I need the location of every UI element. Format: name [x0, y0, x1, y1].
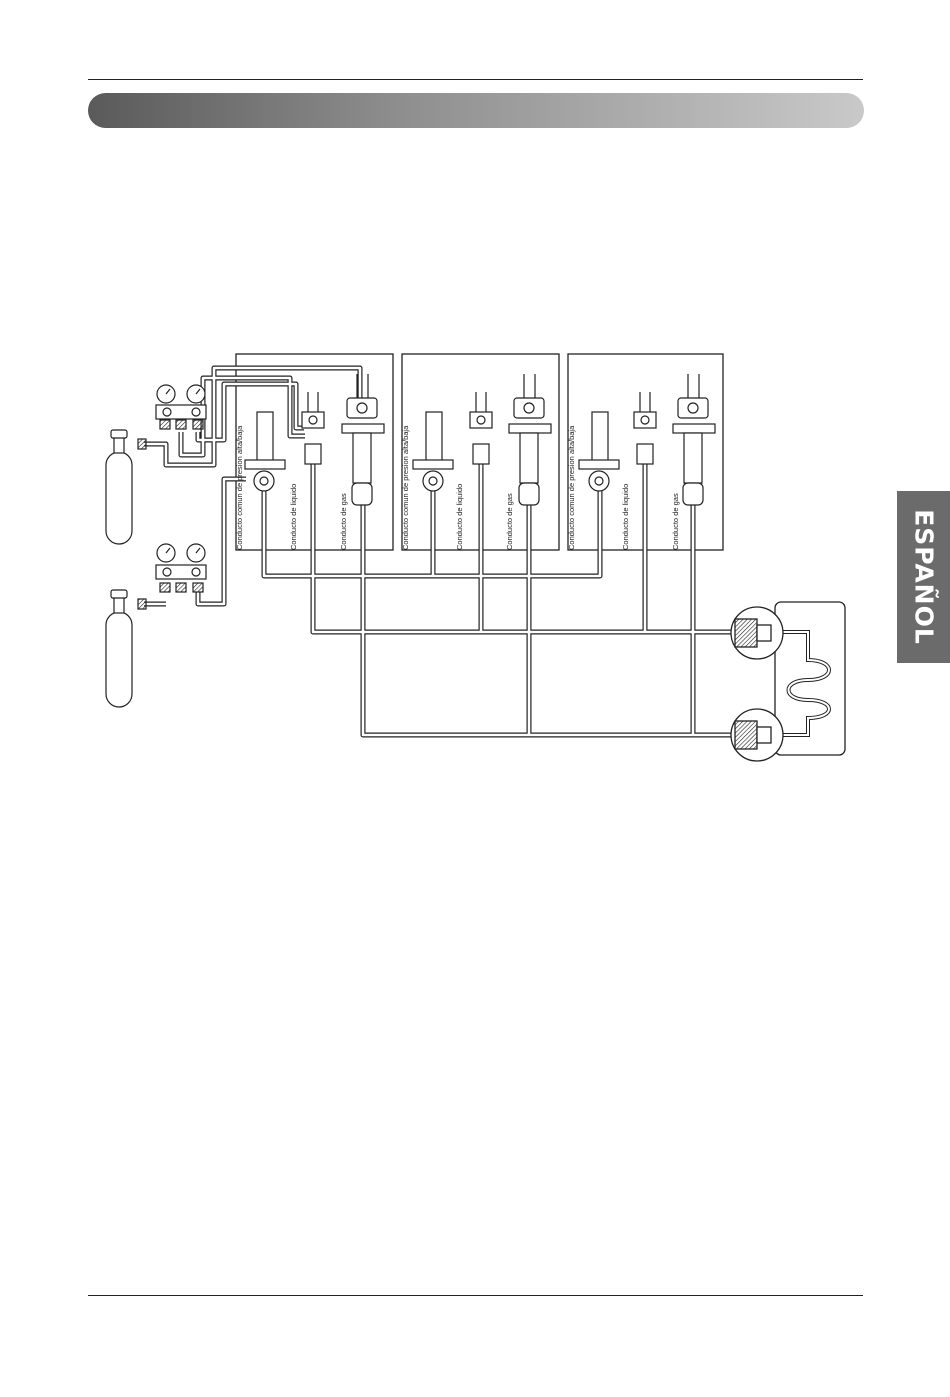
flare-nut-liquid-detail [731, 607, 783, 659]
gas-line-label: Conducto de gas [671, 493, 680, 550]
liquid-line-label: Conducto de liquido [455, 484, 464, 550]
unit-3-labels: Conducto comun de presion alta/baja Cond… [567, 425, 680, 550]
flare-nut-gas-detail [731, 709, 783, 761]
gauge-manifold-lower [156, 544, 206, 592]
liquid-line-label: Conducto de liquido [621, 484, 630, 550]
unit-1-labels: Conducto comun de presion alta/baja Cond… [235, 425, 348, 550]
unit-2-labels: Conducto comun de presion alta/baja Cond… [401, 425, 514, 550]
common-line-label: Conducto comun de presion alta/baja [401, 425, 410, 550]
gas-cylinder-upper [106, 430, 146, 544]
gas-line-label: Conducto de gas [505, 493, 514, 550]
gauge-manifold-upper [156, 385, 206, 429]
footer-rule [88, 1295, 863, 1296]
common-line-label: Conducto comun de presion alta/baja [567, 425, 576, 550]
gas-line-label: Conducto de gas [339, 493, 348, 550]
liquid-line-label: Conducto de liquido [289, 484, 298, 550]
gas-cylinder-lower [106, 590, 146, 707]
common-line-label: Conducto comun de presion alta/baja [235, 425, 244, 550]
